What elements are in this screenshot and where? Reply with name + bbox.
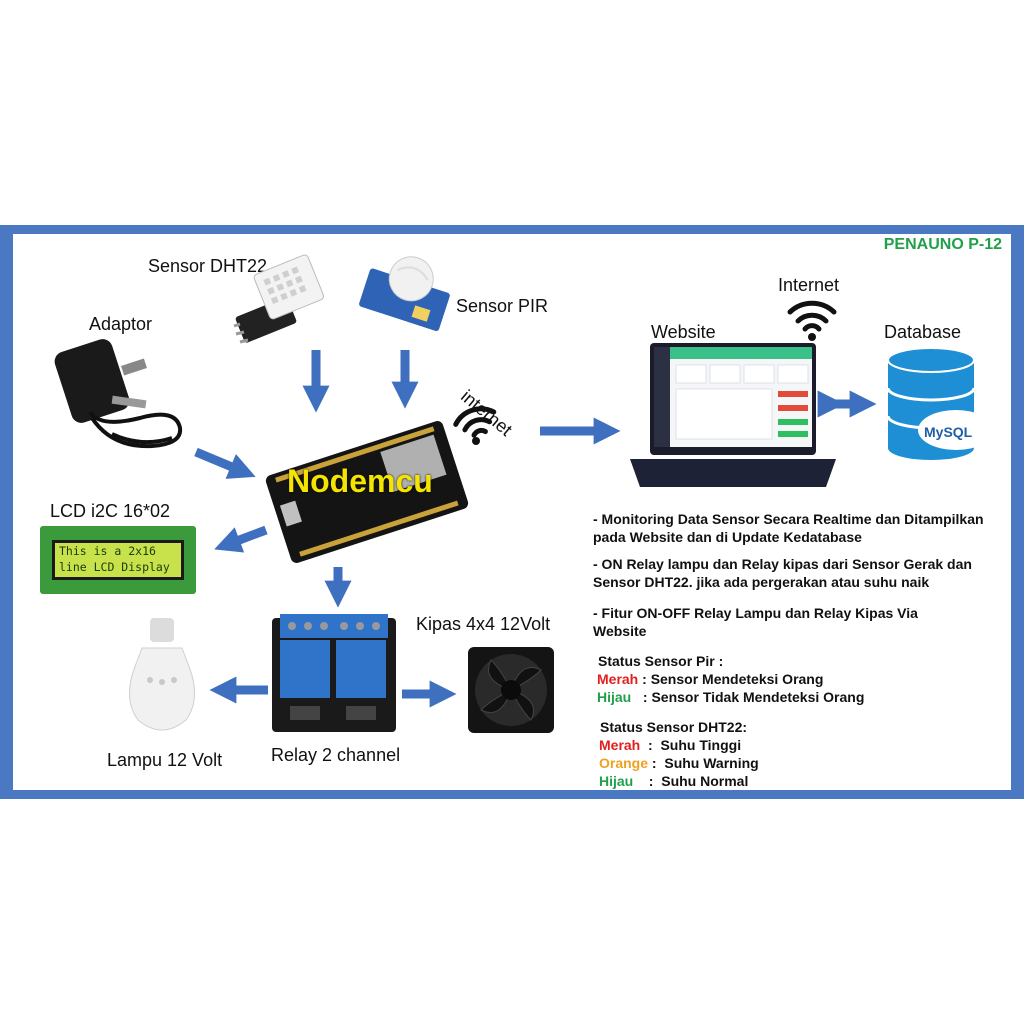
lcd-line-2: line LCD Display bbox=[59, 560, 170, 574]
database-icon bbox=[886, 348, 994, 460]
arrow-nodemcu-to-lcd bbox=[214, 525, 268, 553]
fan-image bbox=[468, 647, 554, 733]
wifi-icon bbox=[453, 406, 497, 445]
pir-label: Sensor PIR bbox=[456, 296, 549, 316]
brand-label: PENAUNO P-12 bbox=[883, 236, 1002, 253]
status-sep: : bbox=[631, 689, 652, 705]
lcd-line-1: This is a 2x16 bbox=[59, 544, 156, 558]
lcd-module: This is a 2x16 line LCD Display bbox=[40, 526, 196, 594]
status-key: Orange bbox=[599, 755, 649, 771]
internet-wifi-icon bbox=[787, 300, 837, 341]
dht-status-row-green: Hijau : Suhu Normal bbox=[599, 772, 748, 790]
dht-status-row-orange: Orange : Suhu Warning bbox=[599, 754, 759, 772]
status-key: Hijau bbox=[599, 773, 634, 789]
adaptor-image bbox=[54, 339, 183, 449]
status-text: Sensor Tidak Mendeteksi Orang bbox=[651, 689, 865, 705]
website-label: Website bbox=[651, 322, 716, 342]
lcd-label: LCD i2C 16*02 bbox=[50, 501, 171, 521]
relay-module-image bbox=[272, 614, 396, 732]
dht-status-title: Status Sensor DHT22: bbox=[600, 719, 748, 735]
lamp-image bbox=[129, 618, 195, 731]
status-key: Merah bbox=[599, 737, 641, 753]
feature-2: - ON Relay lampu dan Relay kipas dari Se… bbox=[593, 556, 972, 590]
lamp-label: Lampu 12 Volt bbox=[107, 750, 223, 770]
adaptor-label: Adaptor bbox=[89, 314, 153, 334]
dht22-label: Sensor DHT22 bbox=[148, 256, 268, 276]
dht-status-row-red: Merah : Suhu Tinggi bbox=[599, 736, 741, 754]
status-key: Hijau bbox=[597, 689, 632, 705]
status-sep: : bbox=[633, 773, 662, 789]
status-text: Suhu Normal bbox=[661, 773, 749, 789]
pir-status-title: Status Sensor Pir : bbox=[598, 653, 724, 669]
arrow-adaptor-to-nodemcu bbox=[194, 447, 256, 479]
status-key: Merah bbox=[597, 671, 639, 687]
internet-label: Internet bbox=[778, 275, 840, 295]
laptop-website-image bbox=[630, 343, 836, 487]
pir-sensor-image bbox=[359, 256, 450, 331]
nodemcu-board-image bbox=[265, 421, 469, 563]
status-text: Sensor Mendeteksi Orang bbox=[650, 671, 824, 687]
feature-3: - Fitur ON-OFF Relay Lampu dan Relay Kip… bbox=[593, 605, 918, 639]
relay-label: Relay 2 channel bbox=[271, 745, 401, 765]
pir-status-row-green: Hijau : Sensor Tidak Mendeteksi Orang bbox=[597, 688, 864, 706]
status-text: Suhu Tinggi bbox=[660, 737, 742, 753]
mysql-logo-text: MySQL bbox=[924, 424, 973, 440]
dht22-sensor-image bbox=[233, 254, 325, 344]
status-sep: : bbox=[638, 671, 651, 687]
feature-1: - Monitoring Data Sensor Secara Realtime… bbox=[593, 511, 984, 545]
status-sep: : bbox=[648, 755, 665, 771]
nodemcu-label: Nodemcu bbox=[287, 463, 433, 499]
database-label: Database bbox=[884, 322, 962, 342]
status-text: Suhu Warning bbox=[664, 755, 759, 771]
status-sep: : bbox=[640, 737, 661, 753]
pir-status-row-red: Merah : Sensor Mendeteksi Orang bbox=[597, 670, 823, 688]
fan-label: Kipas 4x4 12Volt bbox=[416, 614, 551, 634]
